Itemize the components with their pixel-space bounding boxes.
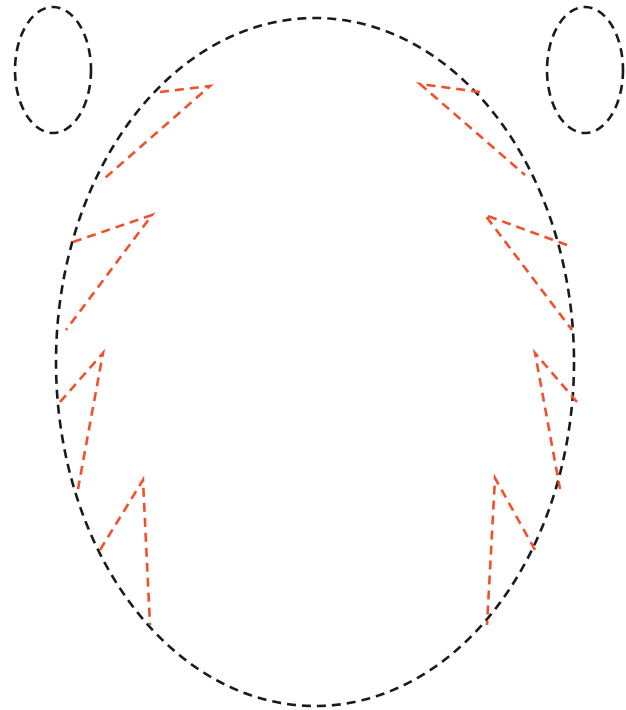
- small-oval-top-left: [15, 7, 91, 133]
- spike-right-3: [535, 353, 577, 489]
- spike-right-1: [420, 84, 525, 175]
- large-oval: [56, 18, 574, 706]
- small-oval-top-right: [547, 7, 623, 133]
- spike-left-4: [100, 480, 150, 625]
- spike-left-1: [105, 86, 210, 178]
- spike-right-2: [485, 215, 572, 330]
- spike-left-3: [60, 353, 103, 489]
- spike-right-4: [487, 478, 535, 625]
- spike-left-2: [66, 215, 152, 330]
